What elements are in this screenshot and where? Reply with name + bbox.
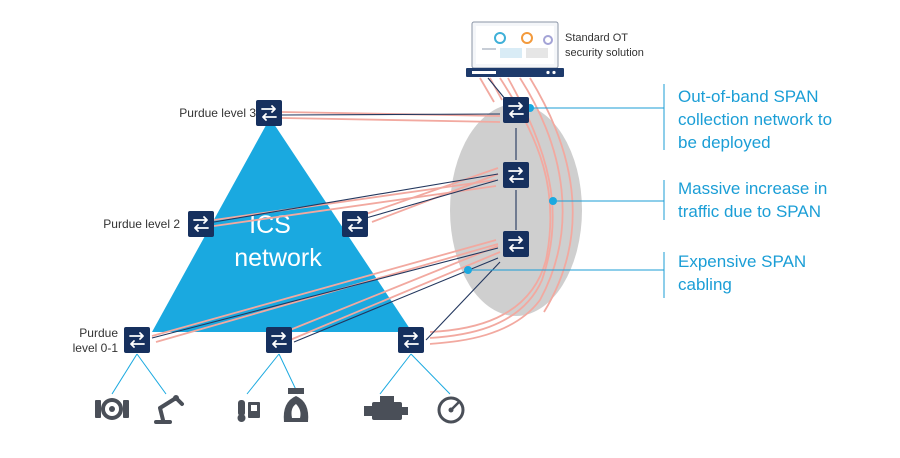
- ics-label-line2: network: [234, 244, 322, 272]
- turbine-icon: [95, 398, 129, 420]
- server-label-line2: security solution: [565, 47, 644, 59]
- purdue-level3-label: Purdue level 3: [179, 106, 256, 120]
- switch-level2-right[interactable]: [341, 210, 369, 238]
- callout-1-line1: Out-of-band SPAN: [678, 87, 818, 106]
- callout-2-line2: traffic due to SPAN: [678, 202, 821, 221]
- span-switch-top[interactable]: [502, 96, 530, 124]
- gauge-icon: [437, 396, 465, 424]
- span-switch-middle[interactable]: [502, 161, 530, 189]
- fire-burner-icon: [283, 388, 309, 422]
- switch-level2-left[interactable]: [187, 210, 215, 238]
- switch-level01-right[interactable]: [397, 326, 425, 354]
- callout-1-line3: be deployed: [678, 133, 771, 152]
- callout-leaders: [468, 84, 665, 298]
- switch-level3[interactable]: [255, 99, 283, 127]
- device-links: [111, 353, 451, 395]
- purdue-level01-label-line1: Purdue: [79, 326, 118, 340]
- callout-2-line1: Massive increase in: [678, 179, 827, 198]
- purdue-level01-label-line2: level 0-1: [73, 341, 119, 355]
- robot-arm-icon: [154, 395, 184, 424]
- temperature-sensor-icon: [237, 400, 260, 422]
- callout-3-line1: Expensive SPAN: [678, 252, 806, 271]
- ics-network-triangle: [152, 118, 412, 332]
- switch-level01-middle[interactable]: [265, 326, 293, 354]
- purdue-level2-label: Purdue level 2: [103, 217, 180, 231]
- server-label-line1: Standard OT: [565, 32, 628, 44]
- span-switch-bottom[interactable]: [502, 230, 530, 258]
- callout-1-line2: collection network to: [678, 110, 832, 129]
- security-appliance-icon[interactable]: [466, 21, 564, 77]
- callout-dot-3: [464, 266, 472, 274]
- callout-dot-2: [549, 197, 557, 205]
- switch-level01-left[interactable]: [123, 326, 151, 354]
- callout-3-line2: cabling: [678, 275, 732, 294]
- span-cabling: [151, 77, 574, 345]
- network-links: [151, 77, 517, 343]
- engine-icon: [364, 396, 408, 420]
